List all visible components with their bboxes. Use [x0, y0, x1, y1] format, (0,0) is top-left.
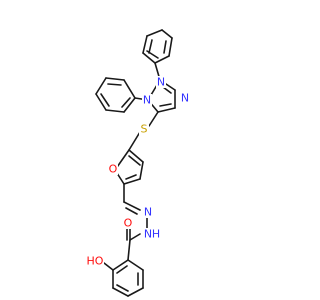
bond	[123, 201, 141, 211]
bond	[123, 79, 136, 99]
atom-label: S	[141, 123, 148, 136]
bond	[95, 77, 107, 95]
bond	[100, 93, 110, 107]
atom-o-furan: O	[108, 163, 118, 176]
bond	[163, 40, 167, 54]
bond	[105, 77, 125, 81]
atom-labels: N N N S O N N H O	[86, 76, 190, 268]
bond	[125, 174, 137, 180]
atom-label: N	[181, 92, 189, 105]
bond	[161, 29, 173, 39]
bond	[123, 97, 136, 113]
atom-label: O	[124, 217, 133, 230]
atom-o-carbonyl: O	[123, 217, 133, 230]
bond	[127, 239, 131, 261]
bond	[103, 262, 114, 271]
bond	[139, 161, 144, 180]
bond	[95, 93, 107, 111]
bond	[146, 50, 159, 59]
molecule-diagram: N N N S O N N H O	[86, 29, 190, 297]
bond	[128, 155, 141, 166]
atom-label: N	[143, 94, 151, 107]
bond	[157, 107, 176, 113]
bond	[112, 287, 129, 297]
atom-s: S	[139, 123, 149, 136]
atom-n2: N	[180, 92, 190, 105]
bond	[154, 55, 170, 64]
bond	[123, 178, 141, 185]
bond	[128, 131, 141, 151]
bond	[148, 111, 159, 127]
bond	[142, 35, 148, 54]
bond	[127, 259, 144, 271]
atom-label: N	[144, 228, 152, 241]
atom-label: HO	[87, 255, 104, 268]
atom-label: N	[144, 206, 152, 219]
atom-label: N	[157, 76, 165, 89]
bond	[116, 284, 129, 292]
atom-label: O	[109, 163, 118, 176]
atom-label-h: H	[152, 228, 160, 241]
bond	[125, 207, 138, 215]
atom-oh: HO	[86, 255, 104, 268]
bond	[116, 265, 128, 274]
bond	[112, 259, 129, 271]
bond	[127, 287, 144, 297]
bond	[105, 109, 125, 113]
atom-n4: N	[142, 94, 152, 107]
bond	[159, 103, 172, 107]
bond	[146, 29, 163, 37]
bond	[107, 83, 122, 86]
bond	[129, 233, 141, 241]
bond	[142, 52, 156, 64]
atom-n-imine: N	[143, 206, 153, 219]
bond	[168, 37, 173, 57]
bond	[148, 39, 153, 54]
bond	[121, 97, 131, 108]
bond	[128, 149, 144, 163]
atom-n1: N	[156, 76, 166, 89]
atom-n-amide: N H	[143, 228, 161, 241]
